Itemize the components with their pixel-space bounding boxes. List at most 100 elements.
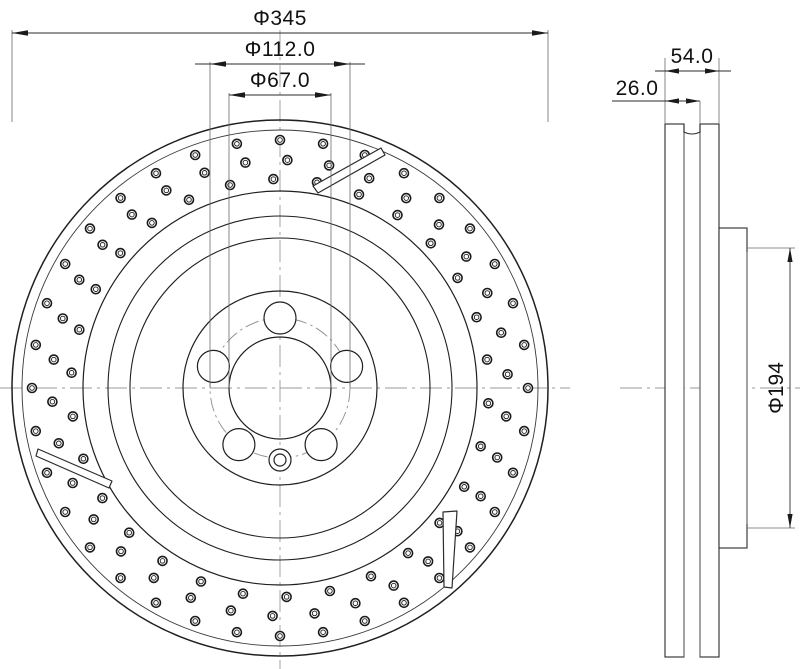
drilled-hole <box>146 217 158 229</box>
center-bore-diameter-label: Φ67.0 <box>250 69 310 92</box>
ring-hub-flange <box>182 290 378 486</box>
drilled-hole <box>74 274 85 286</box>
drilled-hole <box>268 173 279 185</box>
drilled-hole <box>317 626 329 638</box>
drilled-hole <box>398 167 410 179</box>
arrowhead-right <box>532 30 548 36</box>
drilled-hole <box>157 555 168 567</box>
disc-slot <box>442 510 458 589</box>
ring-bell-outer <box>107 215 453 561</box>
bolt-circle-diameter-label: Φ112.0 <box>245 38 316 61</box>
drilled-hole <box>317 138 329 150</box>
drilled-hole <box>481 354 493 365</box>
bolt-hole <box>304 428 338 462</box>
drilled-hole <box>67 411 79 422</box>
arrowhead-right-outer <box>665 98 679 104</box>
drilled-hole <box>309 608 320 619</box>
drilled-hole <box>400 192 412 204</box>
drilled-hole <box>48 354 60 365</box>
drilled-hole <box>464 542 476 553</box>
section-friction-ring <box>664 123 720 658</box>
dimension-disc-thickness <box>612 98 701 124</box>
drilled-hole <box>282 154 293 166</box>
drilled-hole <box>225 605 237 616</box>
ring-bell-step <box>129 237 431 539</box>
drilled-hole <box>148 572 160 584</box>
drilled-hole <box>274 134 286 146</box>
section-plate-outboard <box>699 123 720 658</box>
drilled-hole-pattern <box>26 134 534 642</box>
drilled-hole <box>115 247 126 259</box>
drilled-hole <box>507 297 519 309</box>
ring-outer-edge <box>11 119 549 657</box>
drilled-hole <box>425 238 437 249</box>
arrowhead-right <box>705 68 719 74</box>
drilled-hole <box>363 172 375 184</box>
drilled-hole <box>199 167 210 179</box>
drilled-hole <box>274 630 286 642</box>
drilled-hole <box>402 547 414 559</box>
drilled-hole <box>30 425 42 437</box>
drilled-hole <box>460 251 472 262</box>
drilled-hole <box>67 477 78 489</box>
arrowhead-right <box>315 92 331 98</box>
drilled-hole <box>30 339 42 351</box>
drilled-hole <box>422 556 434 567</box>
drilled-hole <box>489 258 501 270</box>
drilled-hole <box>183 194 195 206</box>
drilled-hole <box>475 440 487 452</box>
drilled-hole <box>491 452 503 463</box>
drilled-hole <box>475 490 487 502</box>
drilled-hole <box>78 453 89 465</box>
drilled-hole <box>489 506 501 518</box>
drilled-hole <box>481 287 493 299</box>
drilled-hole <box>126 209 138 220</box>
section-plate-inboard <box>664 123 685 658</box>
drilled-hole <box>483 397 494 409</box>
drilled-hole <box>41 297 53 309</box>
section-hub-bell <box>718 227 748 549</box>
drilled-hole <box>84 542 96 553</box>
drilled-hole <box>434 572 445 584</box>
drilled-hole <box>97 492 108 504</box>
drilled-hole <box>189 615 201 627</box>
drilled-hole <box>281 591 292 603</box>
drilled-hole <box>115 572 126 584</box>
drilled-hole <box>59 258 71 270</box>
section-hub-body <box>718 227 748 549</box>
drilled-hole <box>495 327 507 339</box>
drilled-hole <box>189 149 201 161</box>
drilled-hole <box>231 138 243 150</box>
drilled-hole <box>267 610 278 622</box>
section-view: 54.0 26.0 Φ194 <box>612 45 800 658</box>
drilled-hole <box>123 527 135 539</box>
ring-friction-inner <box>82 190 478 586</box>
arrowhead-left-outer <box>686 98 700 104</box>
dimension-bolt-circle <box>195 61 365 388</box>
drilled-hole <box>90 283 102 295</box>
drilled-hole <box>471 311 482 323</box>
drilled-hole <box>434 192 445 204</box>
drilled-hole <box>507 467 519 479</box>
drilled-hole <box>500 411 512 422</box>
arrowhead-left <box>665 68 679 74</box>
arrowhead-left <box>229 92 245 98</box>
bolt-holes <box>196 301 364 462</box>
front-view: Φ345 Φ112.0 Φ67.0 <box>0 7 570 669</box>
drilled-hole <box>97 239 108 251</box>
drilled-hole <box>240 157 251 168</box>
bolt-hole <box>196 349 230 383</box>
drilled-hole <box>398 597 410 609</box>
drilled-hole <box>464 223 476 234</box>
overall-width-label: 54.0 <box>671 45 714 68</box>
pilot-hole-inner <box>273 453 287 467</box>
drilled-hole <box>231 626 243 638</box>
dimension-hub-diameter <box>747 247 795 529</box>
section-vane-notch <box>665 123 719 135</box>
arrowhead-left <box>210 61 226 67</box>
drilled-hole <box>353 189 365 200</box>
drilled-hole <box>388 580 400 591</box>
ring-outer-inner <box>21 129 539 647</box>
drilled-hole <box>47 396 58 408</box>
